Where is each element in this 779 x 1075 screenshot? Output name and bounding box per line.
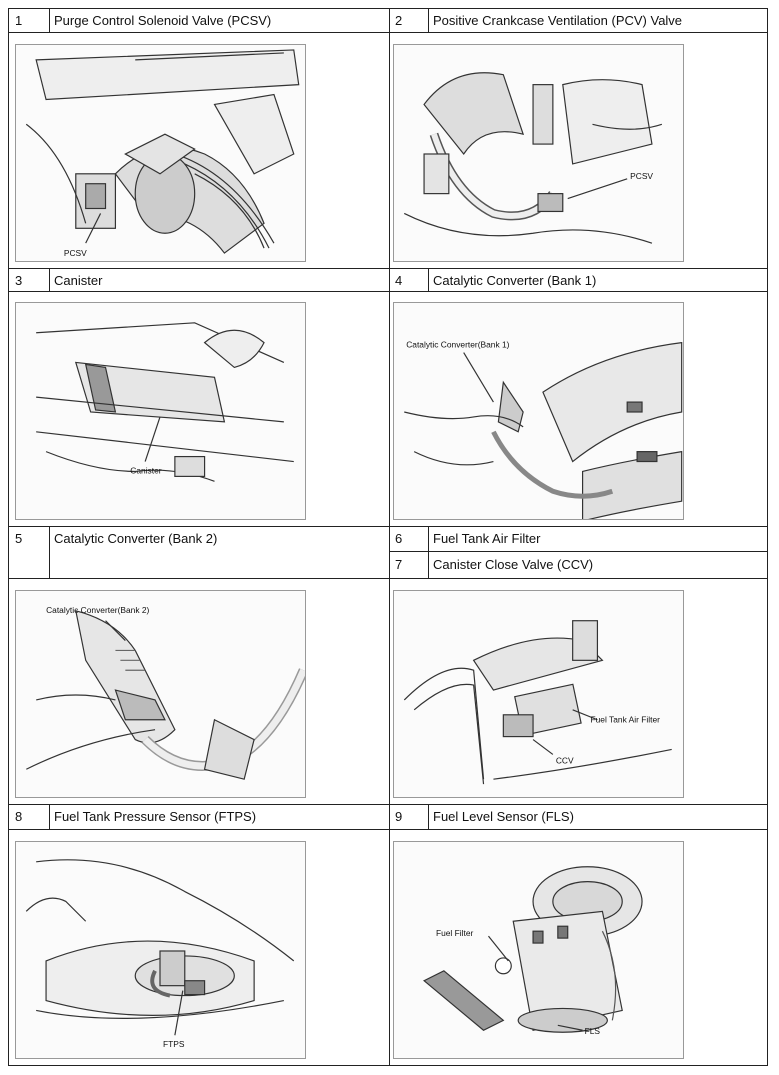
- item-title: Canister: [54, 273, 103, 288]
- item-title: Fuel Tank Air Filter: [433, 531, 541, 546]
- catalytic-bank2-drawing: Catalytic Converter(Bank 2): [26, 605, 305, 780]
- fls-label: FLS: [585, 1026, 601, 1036]
- catalytic-bank1-drawing: Catalytic Converter(Bank 1): [404, 340, 683, 519]
- row-line: [9, 268, 767, 269]
- item-title: Fuel Level Sensor (FLS): [433, 809, 574, 824]
- row-line: [9, 804, 767, 805]
- item-number: 7: [395, 557, 403, 572]
- num-divider: [49, 804, 50, 829]
- ftps-drawing: FTPS: [25, 859, 295, 1049]
- row-line: [389, 551, 767, 552]
- canister-label: Canister: [130, 465, 162, 475]
- num-divider: [49, 268, 50, 291]
- row-line: [9, 291, 767, 292]
- item-number: 8: [15, 809, 23, 824]
- pcsv-drawing: PCSV: [25, 49, 300, 258]
- air-filter-ccv-drawing: Fuel Tank Air Filter CCV: [403, 620, 672, 785]
- pcsv-label: PCSV: [64, 248, 87, 258]
- column-divider: [389, 9, 390, 1065]
- item-number: 1: [15, 13, 23, 28]
- canister-drawing: Canister: [36, 322, 294, 482]
- pcv-pcsv-label: PCSV: [630, 171, 653, 181]
- item-number: 3: [15, 273, 23, 288]
- air-filter-ccv-illustration: Fuel Tank Air Filter CCV: [393, 590, 684, 798]
- item-number: 2: [395, 13, 403, 28]
- num-divider: [428, 268, 429, 291]
- item-number: 6: [395, 531, 403, 546]
- catalytic-bank2-illustration: Catalytic Converter(Bank 2): [15, 590, 306, 798]
- num-divider: [49, 526, 50, 578]
- item-title: Catalytic Converter (Bank 1): [433, 273, 597, 288]
- num-divider: [49, 9, 50, 32]
- row-line: [9, 829, 767, 830]
- component-table: 1 Purge Control Solenoid Valve (PCSV) 2 …: [8, 8, 768, 1066]
- item-title: Catalytic Converter (Bank 2): [54, 531, 218, 546]
- item-number: 9: [395, 809, 403, 824]
- row-line: [9, 526, 767, 527]
- ccv-label: CCV: [556, 755, 574, 765]
- item-title: Canister Close Valve (CCV): [433, 557, 594, 572]
- fls-drawing: Fuel Filter FLS: [422, 866, 643, 1036]
- item-title: Fuel Tank Pressure Sensor (FTPS): [54, 809, 257, 824]
- item-number: 4: [395, 273, 403, 288]
- row-line: [9, 578, 767, 579]
- num-divider: [428, 526, 429, 578]
- ftps-label: FTPS: [163, 1039, 185, 1049]
- item-title: Positive Crankcase Ventilation (PCV) Val…: [433, 13, 683, 28]
- catalytic-bank2-label: Catalytic Converter(Bank 2): [46, 605, 149, 615]
- num-divider: [428, 804, 429, 829]
- item-number: 5: [15, 531, 23, 546]
- pcv-illustration: PCSV: [393, 44, 684, 262]
- row-line: [9, 32, 767, 33]
- ftps-illustration: FTPS: [15, 841, 306, 1059]
- fuel-tank-air-filter-label: Fuel Tank Air Filter: [590, 715, 660, 725]
- pcsv-illustration: PCSV: [15, 44, 306, 262]
- item-title: Purge Control Solenoid Valve (PCSV): [54, 13, 272, 28]
- num-divider: [428, 9, 429, 32]
- catalytic-bank1-label: Catalytic Converter(Bank 1): [406, 340, 509, 350]
- catalytic-bank1-illustration: Catalytic Converter(Bank 1): [393, 302, 684, 520]
- pcv-drawing: PCSV: [403, 72, 663, 244]
- fuel-filter-label: Fuel Filter: [436, 928, 474, 938]
- fls-illustration: Fuel Filter FLS: [393, 841, 684, 1059]
- canister-illustration: Canister: [15, 302, 306, 520]
